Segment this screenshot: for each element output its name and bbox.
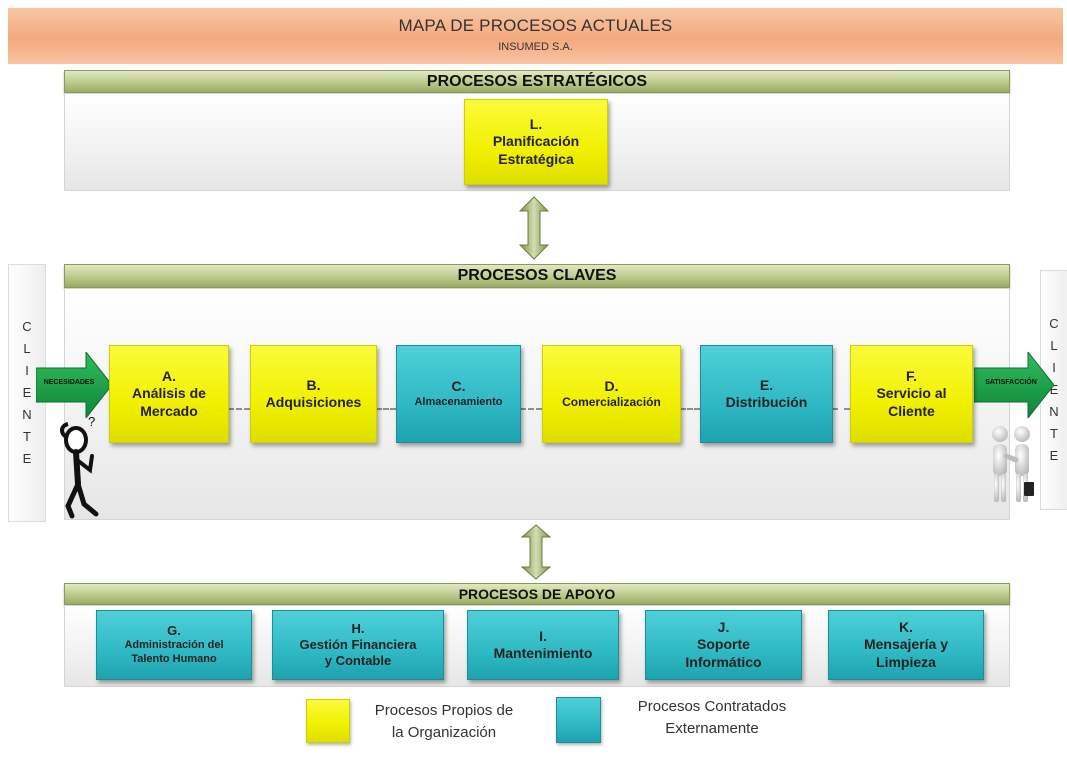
process-label-line2: Limpieza <box>876 653 936 670</box>
client-letter: T <box>23 429 31 444</box>
client-letter: I <box>25 363 29 378</box>
connector-line <box>520 408 542 410</box>
process-box-planificacion: L. Planificación Estratégica <box>464 99 608 185</box>
process-box-analisis-mercado: A. Análisis de Mercado <box>109 345 229 443</box>
connector-line <box>228 408 250 410</box>
process-letter: G. <box>167 623 181 639</box>
client-letter: N <box>1049 404 1059 419</box>
process-label-line2: Talento Humano <box>131 653 217 666</box>
map-title: MAPA DE PROCESOS ACTUALES <box>398 16 673 35</box>
client-letter: C <box>1049 316 1059 331</box>
process-label-line2: Cliente <box>888 402 935 419</box>
legend-own-line1: Procesos Propios de <box>374 702 514 719</box>
legend-label-own: Procesos Propios de la Organización <box>355 700 533 744</box>
svg-text:?: ? <box>88 414 95 429</box>
process-box-talento-humano: G. Administración del Talento Humano <box>96 610 252 680</box>
input-arrow-label: NECESIDADES <box>43 379 95 386</box>
process-label-line1: Servicio al <box>876 385 947 402</box>
process-letter: C. <box>451 378 466 395</box>
client-letter: E <box>22 451 32 466</box>
process-letter: I. <box>539 627 547 644</box>
process-letter: F. <box>906 367 917 384</box>
legend-own-line2: la Organización <box>391 724 497 741</box>
process-box-soporte-informatico: J. Soporte Informático <box>645 610 802 680</box>
process-letter: K. <box>899 618 913 635</box>
strategic-heading: PROCESOS ESTRATÉGICOS <box>64 70 1010 93</box>
process-letter: B. <box>306 376 321 393</box>
connector-line <box>376 408 396 410</box>
title-banner: MAPA DE PROCESOS ACTUALES INSUMED S.A. <box>8 8 1063 64</box>
process-box-mantenimiento: I. Mantenimiento <box>467 610 619 680</box>
client-letter: C <box>22 319 32 334</box>
process-label-line1: Mensajería y <box>863 636 949 653</box>
client-panel-right: C L I E N T E <box>1040 270 1067 510</box>
client-letter: T <box>1050 426 1058 441</box>
process-letter: D. <box>604 377 619 394</box>
client-letter: E <box>1049 382 1059 397</box>
process-box-servicio-cliente: F. Servicio al Cliente <box>850 345 973 443</box>
input-arrow-icon <box>36 352 112 418</box>
output-arrow-icon <box>974 352 1054 418</box>
process-label-line1: Distribución <box>725 394 808 410</box>
legend-contracted-line1: Procesos Contratados <box>637 698 787 715</box>
process-label-line2: Informático <box>685 653 762 670</box>
process-label-line1: Administración del <box>124 639 224 652</box>
company-name: INSUMED S.A. <box>498 41 573 53</box>
output-arrow-label: SATISFACCIÓN <box>985 379 1037 386</box>
double-arrow-icon <box>520 524 552 580</box>
process-box-mensajeria-limpieza: K. Mensajería y Limpieza <box>828 610 984 680</box>
handshake-people-icon <box>992 426 1034 502</box>
client-letter: I <box>1052 360 1056 375</box>
legend-label-contracted: Procesos Contratados Externamente <box>612 696 812 740</box>
client-letter: E <box>1049 448 1059 463</box>
client-letter: L <box>1050 338 1058 353</box>
client-panel-left: C L I E N T E <box>8 264 46 522</box>
process-label-line1: Adquisiciones <box>265 394 362 410</box>
process-label-line1: Almacenamiento <box>414 395 503 408</box>
legend-contracted-line2: Externamente <box>665 720 759 737</box>
legend-swatch-own <box>306 699 350 743</box>
legend-swatch-contracted <box>556 697 601 743</box>
client-letter: L <box>23 341 31 356</box>
process-letter: E. <box>759 376 774 393</box>
double-arrow-icon <box>518 196 550 260</box>
confused-person-icon: ? <box>60 414 99 519</box>
process-box-adquisiciones: B. Adquisiciones <box>250 345 377 443</box>
support-heading: PROCESOS DE APOYO <box>64 583 1010 605</box>
process-letter: J. <box>717 618 730 635</box>
client-letter: E <box>22 385 32 400</box>
process-label-line1: Comercialización <box>562 395 661 410</box>
process-label-line1: Soporte <box>697 636 750 653</box>
key-heading: PROCESOS CLAVES <box>64 264 1010 288</box>
process-letter: L. <box>529 115 543 132</box>
process-box-gestion-financiera: H. Gestión Financiera y Contable <box>272 610 444 680</box>
client-letter: N <box>22 407 32 422</box>
process-label-line2: Mercado <box>140 402 198 419</box>
process-label-line2: y Contable <box>324 653 392 669</box>
process-label-line1: Gestión Financiera <box>299 636 417 652</box>
process-letter: A. <box>162 367 176 384</box>
process-box-comercializacion: D. Comercialización <box>542 345 681 443</box>
process-label-line1: Mantenimiento <box>493 645 593 661</box>
connector-line <box>832 408 850 410</box>
process-label-line1: Planificación <box>492 133 580 150</box>
process-letter: H. <box>351 620 365 636</box>
process-label-line2: Estratégica <box>498 150 574 167</box>
connector-line <box>680 408 700 410</box>
process-box-distribucion: E. Distribución <box>700 345 833 443</box>
process-box-almacenamiento: C. Almacenamiento <box>396 345 521 443</box>
process-label-line1: Análisis de <box>132 385 206 402</box>
